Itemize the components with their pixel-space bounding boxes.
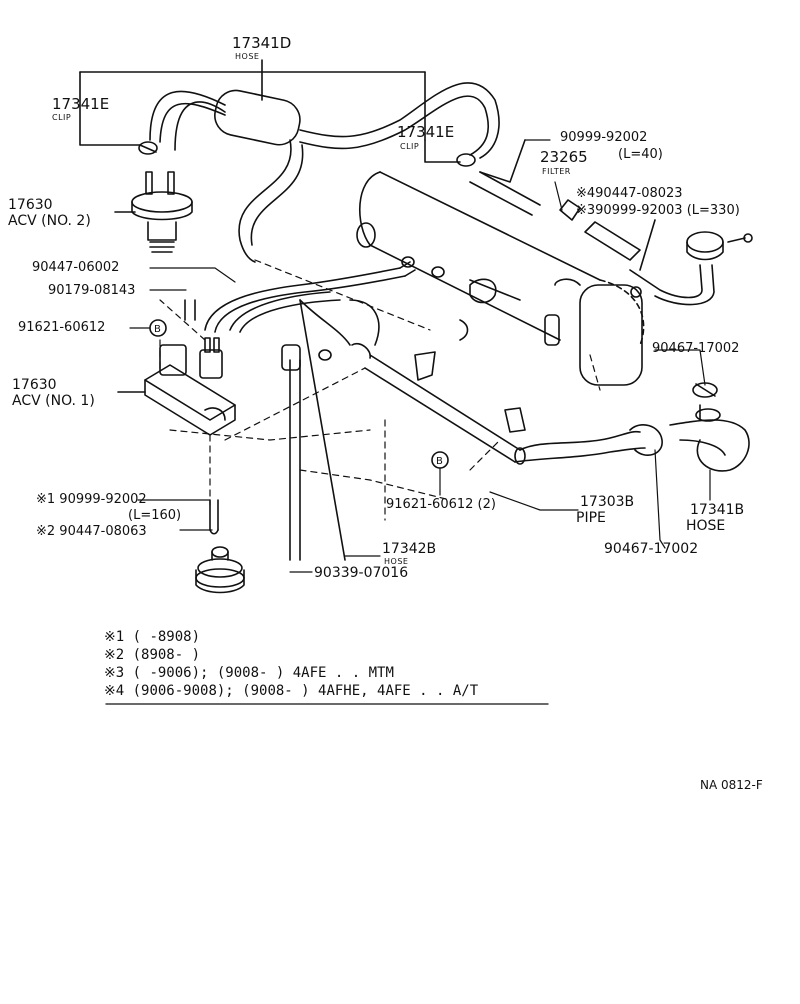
label-17341E-right-sub: CLIP [400,142,420,151]
label-17341E-right: 17341E [397,123,455,141]
label-17341E-left: 17341E [52,95,110,113]
label-90447-06002: 90447-06002 [32,260,120,275]
circle-b-letter-2: B [436,456,443,467]
label-17341D-sub: HOSE [235,52,260,61]
label-acv-no2: ACV (NO. 2) [8,213,91,229]
label-17303B: 17303B [580,494,635,510]
leader-lines [129,139,711,573]
label-pipe: PIPE [576,510,606,526]
label-23265-sub: FILTER [542,167,571,176]
reference-code: NA 0812-F [700,778,763,792]
label-90339-07016: 90339-07016 [314,565,409,581]
label-90999-92003: ※390999-92003 (L=330) [576,203,740,218]
label-acv-no1: ACV (NO. 1) [12,393,95,409]
leader-17341D [79,59,426,146]
acv-no1 [117,337,236,436]
label-17341E-left-sub: CLIP [52,113,72,122]
marker-circle-b-1 [149,319,167,337]
label-90999-92002-lower: ※1 90999-92002 [36,492,147,507]
acv-no2 [114,171,193,253]
label-hose-17342B: HOSE [384,557,409,566]
canister [356,171,645,386]
label-90447-08063: ※2 90447-08063 [36,524,147,539]
pipe-17303B [351,342,646,465]
note-2: ※2 (8908- ) [104,647,201,663]
label-91621-60612: 91621-60612 [18,320,106,335]
hose-lower [195,499,245,594]
clip-17341E-right [424,139,476,167]
note-3: ※3 ( -9006); (9008- ) 4AFE . . MTM [104,665,394,681]
label-90999-92002-top: 90999-92002 [560,130,648,145]
label-17630-no1: 17630 [12,377,57,393]
note-4: ※4 (9006-9008); (9008- ) 4AFHE, 4AFE . .… [104,683,479,699]
label-90467-17002-bottom: 90467-17002 [604,541,699,557]
label-17630-no2: 17630 [8,197,53,213]
hose-17341D [149,82,500,263]
label-17342B: 17342B [382,541,437,557]
valve-cap-right [629,231,753,306]
clip-17341E-left [138,141,158,155]
note-1: ※1 ( -8908) [104,629,201,645]
marker-circle-b-2 [431,451,449,469]
filter-23265 [469,139,656,271]
label-90467-17002-top: 90467-17002 [652,341,740,356]
label-17341D: 17341D [232,34,292,52]
label-90999-92002-top-length: (L=40) [618,147,663,162]
hose-cluster-middle [184,256,497,346]
label-90179-08143: 90179-08143 [48,283,136,298]
circle-b-letter-1: B [154,324,161,335]
label-17341B: 17341B [690,502,745,518]
label-90447-08023: ※490447-08023 [576,186,683,201]
label-91621-60612-2: 91621-60612 (2) [386,497,496,512]
label-23265: 23265 [540,148,588,166]
dashed-guides [159,259,601,521]
hose-17342B [281,299,346,561]
label-hose-17341B: HOSE [686,518,726,534]
label-90999-92002-lower-length: (L=160) [128,508,182,523]
hose-17341B [629,382,750,472]
